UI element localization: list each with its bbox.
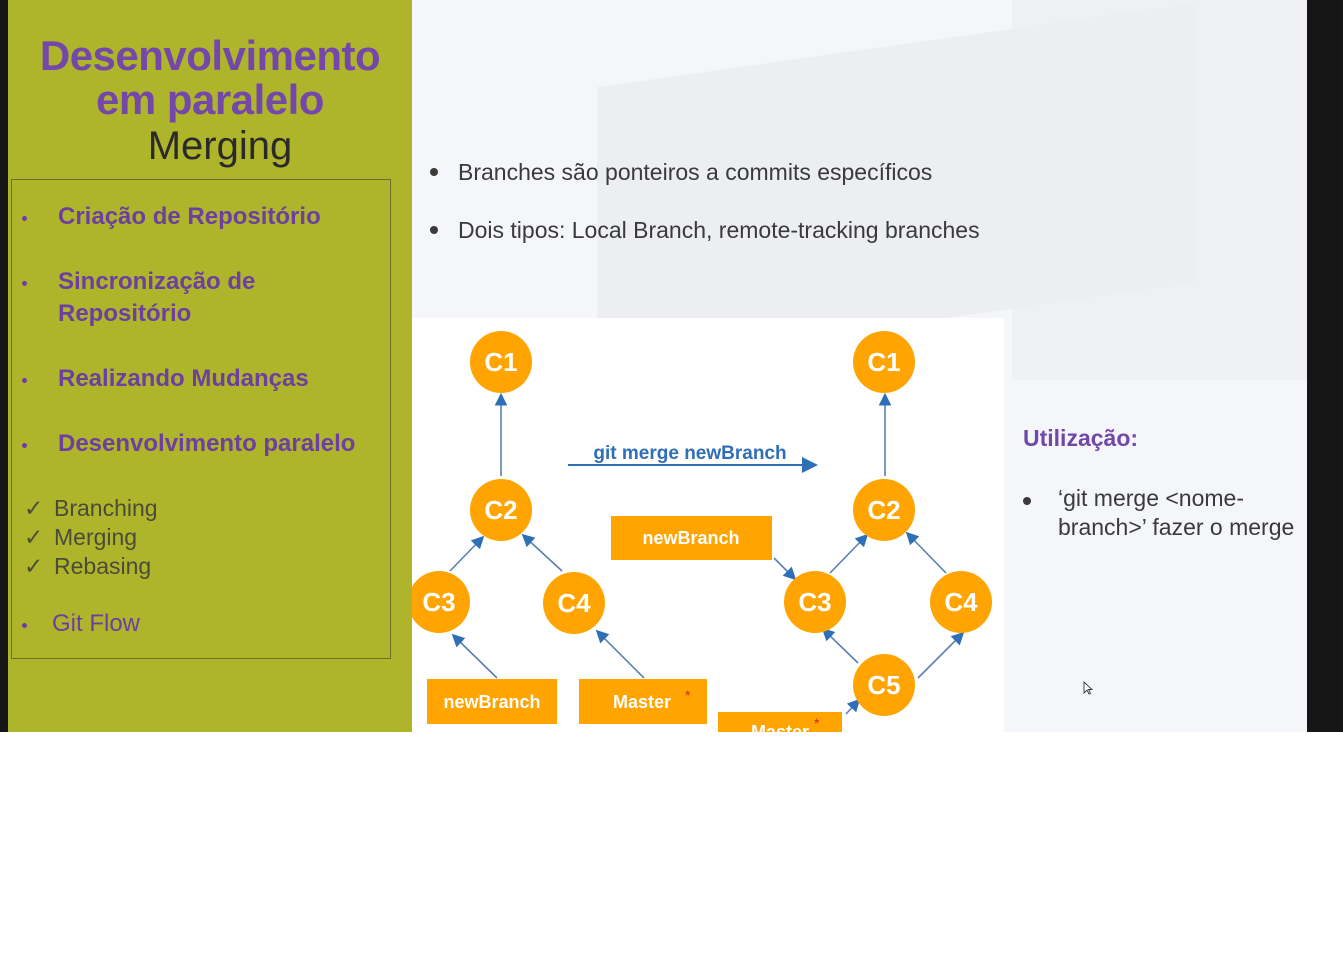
svg-text:C2: C2 [484, 495, 517, 525]
svg-text:newBranch: newBranch [443, 692, 540, 712]
svg-text:C1: C1 [484, 347, 517, 377]
svg-text:Master: Master [613, 692, 671, 712]
title-line-2: em paralelo [96, 76, 324, 123]
slide: Desenvolvimento em paralelo Merging Cria… [8, 0, 1307, 732]
toc-item-sincronizacao-line2: Repositório [58, 300, 192, 327]
usage-text: ‘git merge <nome- branch>’ fazer o merge [1058, 484, 1307, 542]
slide-title: Desenvolvimento em paralelo [8, 34, 412, 122]
edge-right-newbranch-c3 [773, 557, 797, 581]
label-left-master: Master * [579, 679, 707, 724]
label-left-newbranch: newBranch [427, 679, 557, 724]
bullet-branches: Branches são ponteiros a commits específ… [458, 159, 933, 185]
check-item-rebasing: ✓Rebasing [24, 553, 152, 579]
node-left-c2: C2 [470, 479, 532, 541]
merge-command-label: git merge newBranch [593, 443, 786, 464]
merge-diagram-svg: git merge newBranch C1 C2 C3 C4 newBr [412, 331, 992, 732]
node-right-c3: C3 [784, 571, 846, 633]
edge-right-c5-c3 [821, 627, 859, 664]
node-right-c4: C4 [930, 571, 992, 633]
edge-right-master-c5 [845, 698, 861, 715]
svg-text:C3: C3 [798, 587, 831, 617]
edge-left-newbranch-c3 [451, 633, 498, 679]
node-right-c2: C2 [853, 479, 915, 541]
check-item-merging: ✓Merging [24, 524, 138, 550]
edge-right-c5-c4 [917, 631, 965, 679]
svg-text:*: * [685, 687, 691, 703]
table-of-contents: Criação de Repositório Sincronização de … [11, 179, 391, 659]
node-left-c3: C3 [412, 571, 470, 633]
bullet-icon [1023, 497, 1031, 505]
label-right-newbranch: newBranch [611, 516, 772, 560]
node-left-c1: C1 [470, 331, 532, 393]
check-icon: ✓ [24, 553, 44, 579]
mouse-cursor-icon [1083, 681, 1093, 695]
toc-item-desenvolvimento: Desenvolvimento paralelo [58, 430, 356, 457]
svg-text:C3: C3 [422, 587, 455, 617]
toc-item-mudancas: Realizando Mudanças [58, 365, 309, 392]
slide-sidebar: Desenvolvimento em paralelo Merging Cria… [8, 0, 412, 732]
svg-text:Master: Master [751, 722, 809, 732]
bullet-icon [22, 443, 27, 448]
toc-item-criacao: Criação de Repositório [58, 203, 321, 230]
window-edge [1307, 0, 1343, 732]
svg-text:C5: C5 [867, 670, 900, 700]
node-right-c5: C5 [853, 654, 915, 716]
svg-text:C4: C4 [557, 588, 591, 618]
edge-right-c4-c2 [905, 531, 947, 574]
usage-text-line-2: branch>’ fazer o merge [1058, 514, 1295, 540]
usage-title: Utilização: [1023, 425, 1139, 451]
edge-left-c4-c2 [521, 533, 563, 572]
node-left-c4: C4 [543, 572, 605, 634]
title-line-1: Desenvolvimento [39, 32, 381, 79]
node-right-c1: C1 [853, 331, 915, 393]
svg-text:C1: C1 [867, 347, 900, 377]
svg-text:C4: C4 [944, 587, 978, 617]
toc-item-gitflow: Git Flow [52, 610, 141, 637]
bullet-tipos: Dois tipos: Local Branch, remote-trackin… [458, 217, 980, 243]
check-item-branching: ✓Branching [24, 495, 158, 521]
usage-text-line-1: ‘git merge <nome- [1058, 485, 1244, 511]
bullet-icon [22, 623, 27, 628]
bullet-icon [22, 216, 27, 221]
edge-left-c3-c2 [449, 535, 485, 572]
edge-right-c3-c2 [829, 533, 869, 574]
label-right-master: Master * [718, 712, 842, 732]
bullet-icon [22, 281, 27, 286]
bullet-icon [430, 168, 438, 176]
svg-text:*: * [814, 715, 820, 731]
slide-content: Branches são ponteiros a commits específ… [412, 0, 1307, 732]
merge-diagram: git merge newBranch C1 C2 C3 C4 newBr [412, 318, 1004, 732]
slide-subtitle: Merging [147, 124, 293, 168]
bullet-icon [430, 226, 438, 234]
bullet-icon [22, 378, 27, 383]
video-frame: Desenvolvimento em paralelo Merging Cria… [0, 0, 1343, 732]
edge-left-master-c4 [595, 629, 645, 679]
svg-text:C2: C2 [867, 495, 900, 525]
check-icon: ✓ [24, 524, 44, 550]
check-icon: ✓ [24, 495, 44, 521]
toc-item-sincronizacao: Sincronização de [58, 268, 256, 295]
svg-text:newBranch: newBranch [642, 528, 739, 548]
